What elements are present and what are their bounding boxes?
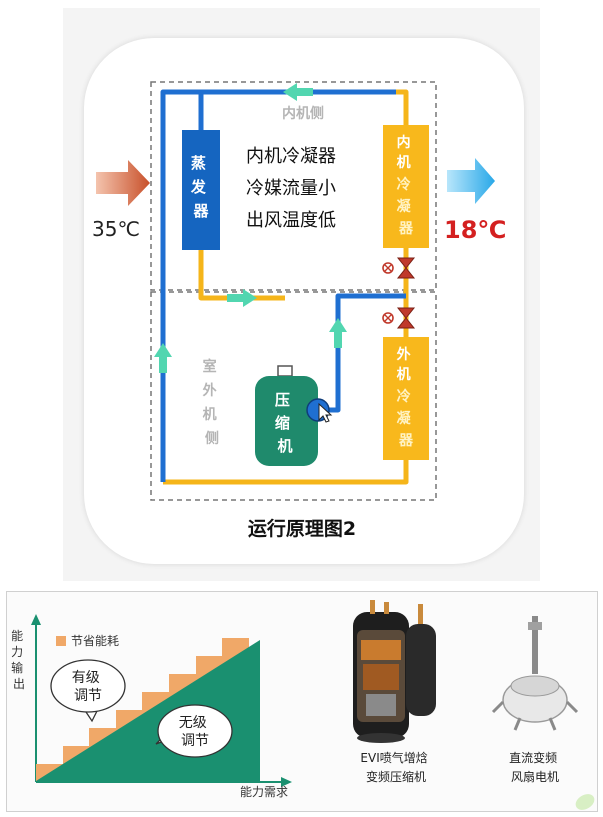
outdoor-unit-boundary — [150, 291, 437, 501]
outdoor-condenser-label: 外 机 冷 凝 器 — [397, 346, 416, 449]
diagram-caption: 运行原理图2 — [248, 517, 356, 540]
y-axis-arrowhead — [31, 614, 41, 625]
stepped-bubble-label: 有级 调节 — [72, 670, 104, 704]
description-text: 内机冷凝器 冷媒流量小 出风温度低 — [246, 146, 342, 231]
flow-arrow-left — [154, 343, 172, 373]
inlet-temperature: 35℃ — [92, 217, 140, 241]
legend-swatch — [56, 636, 66, 646]
cursor-icon — [318, 402, 333, 423]
capacity-chart: 节省能耗 有级 调节 无级 调节 能 力 输 出 能力需求 — [11, 600, 595, 810]
evaporator — [182, 130, 220, 250]
evaporator-label: 蒸 发 器 — [190, 154, 211, 220]
refrigerant-pipes — [160, 89, 409, 485]
outdoor-condenser — [383, 337, 429, 460]
compressor-label: 压 缩 机 — [275, 391, 295, 455]
diagram-card — [84, 38, 524, 564]
stepless-bubble-label: 无级 调节 — [179, 715, 211, 749]
outlet-temperature: 18℃ — [444, 216, 506, 244]
flow-arrow-middle — [227, 289, 257, 307]
compressor-caption: EVI喷气增焓 变频压缩机 — [360, 750, 431, 784]
stepless-bubble: 无级 调节 — [155, 704, 233, 758]
refrigerant-cycle-diagram: 蒸 发 器 内 机 冷 凝 器 外 机 冷 凝 器 压 缩 机 — [92, 81, 506, 540]
compressor: 压 缩 机 — [255, 365, 333, 466]
indoor-condenser-label: 内 机 冷 凝 器 — [397, 134, 416, 237]
evi-compressor-image — [353, 600, 436, 743]
indoor-side-label: 内机侧 — [282, 105, 324, 122]
decorative-leaf-icon — [575, 794, 595, 810]
x-axis-arrowhead — [281, 777, 292, 787]
outdoor-side-label: 室 外 机 侧 — [203, 358, 222, 447]
expansion-valve-upper — [382, 257, 416, 279]
cold-air-outlet-arrow — [447, 158, 495, 204]
legend-label: 节省能耗 — [71, 634, 119, 648]
hot-air-inlet-arrow — [96, 160, 150, 206]
indoor-unit-boundary — [150, 81, 437, 291]
indoor-condenser — [383, 125, 429, 248]
flow-arrows — [154, 83, 347, 373]
dc-fan-motor-image — [491, 616, 579, 731]
fan-motor-caption: 直流变频 风扇电机 — [509, 750, 561, 784]
x-axis-label: 能力需求 — [240, 785, 288, 799]
flow-arrow-top — [283, 83, 313, 101]
expansion-valve-lower — [382, 307, 416, 329]
flow-arrow-right — [329, 318, 347, 348]
stepped-bubble: 有级 调节 — [50, 659, 126, 723]
y-axis-label: 能 力 输 出 — [11, 629, 27, 691]
